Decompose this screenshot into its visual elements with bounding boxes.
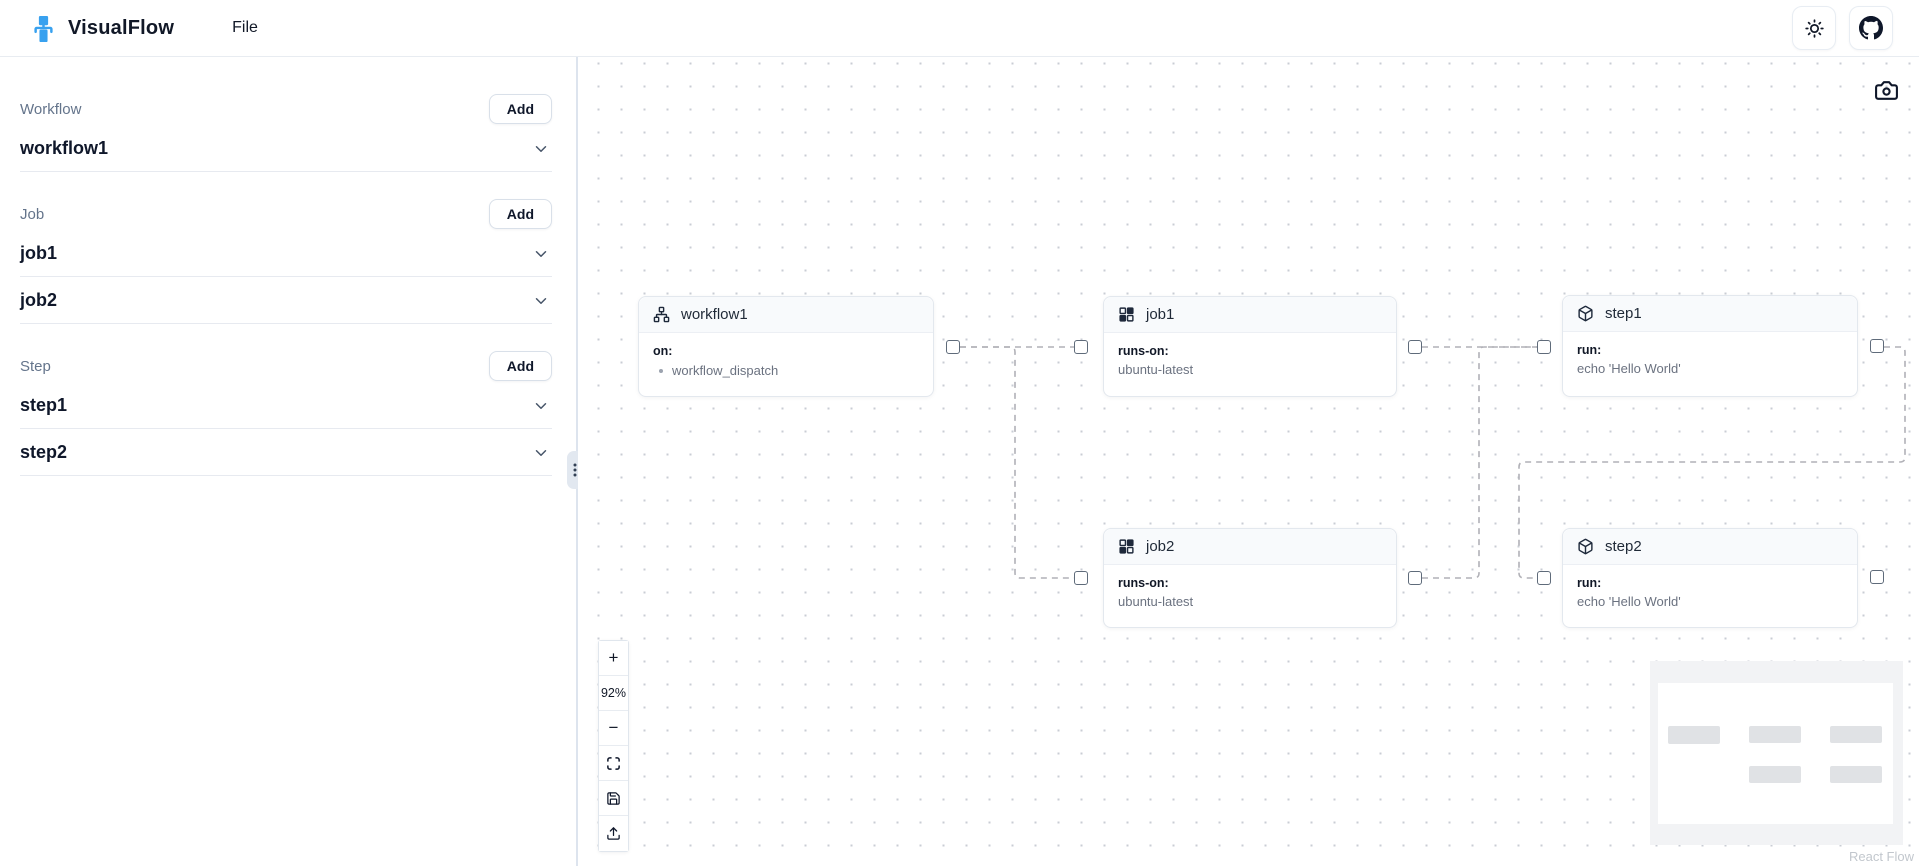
node-job2[interactable]: job2 runs-on: ubuntu-latest — [1103, 528, 1397, 628]
save-button[interactable] — [599, 781, 628, 816]
flow-controls: + 92% − — [598, 640, 629, 852]
handle-job2-source[interactable] — [1408, 571, 1422, 585]
chevron-down-icon — [532, 292, 550, 310]
navbar: VisualFlow File — [0, 0, 1919, 57]
package-icon — [1577, 305, 1594, 322]
sun-icon — [1804, 18, 1825, 39]
zoom-out-button[interactable]: − — [599, 711, 628, 746]
handle-workflow1-source[interactable] — [946, 340, 960, 354]
node-step2[interactable]: step2 run: echo 'Hello World' — [1562, 528, 1858, 628]
react-flow-attribution: React Flow — [1848, 849, 1914, 864]
add-job-button[interactable]: Add — [488, 199, 552, 229]
job1-label: job1 — [20, 243, 58, 263]
zoom-in-button[interactable]: + — [599, 641, 628, 676]
node-field-value: ubuntu-latest — [1118, 594, 1194, 609]
handle-job1-source[interactable] — [1408, 340, 1422, 354]
minimap-node-step2 — [1830, 766, 1882, 783]
section-job: Job Add job1 job2 — [20, 198, 552, 324]
minimap-node-step1 — [1830, 726, 1882, 743]
plus-icon: + — [608, 648, 619, 667]
zoom-level: 92% — [599, 676, 628, 711]
section-label-job: Job — [20, 205, 45, 223]
job-grid-icon — [1118, 306, 1135, 323]
handle-step1-target[interactable] — [1537, 340, 1551, 354]
node-title: step2 — [1605, 538, 1642, 555]
node-workflow1[interactable]: workflow1 on: workflow_dispatch — [638, 296, 934, 397]
screenshot-button[interactable] — [1872, 76, 1900, 104]
node-field-label: runs-on: — [1118, 344, 1169, 358]
handle-step2-source[interactable] — [1870, 570, 1884, 584]
node-job1[interactable]: job1 runs-on: ubuntu-latest — [1103, 296, 1397, 397]
node-field-label: run: — [1577, 343, 1602, 357]
minimap-node-job2 — [1749, 766, 1801, 783]
edge-workflow1-job2 — [960, 346, 1074, 579]
job-grid-icon — [1118, 538, 1135, 555]
minimap-node-workflow1 — [1668, 726, 1720, 744]
chevron-down-icon — [532, 140, 550, 158]
sidebar-item-job1[interactable]: job1 — [20, 230, 552, 277]
workflow-icon — [653, 306, 670, 323]
chevron-down-icon — [532, 397, 550, 415]
add-step-button[interactable]: Add — [488, 351, 552, 381]
sidebar-item-workflow1[interactable]: workflow1 — [20, 125, 552, 172]
node-field-label: run: — [1577, 576, 1602, 590]
step1-label: step1 — [20, 395, 68, 415]
node-title: step1 — [1605, 305, 1642, 322]
upload-button[interactable] — [599, 816, 628, 851]
fit-view-button[interactable] — [599, 746, 628, 781]
node-title: job2 — [1146, 538, 1175, 555]
node-field-label: on: — [653, 344, 673, 358]
sidebar-item-step2[interactable]: step2 — [20, 429, 552, 476]
upload-icon — [606, 826, 621, 841]
node-title: job1 — [1146, 306, 1175, 323]
github-button[interactable] — [1849, 6, 1893, 50]
add-workflow-button[interactable]: Add — [488, 94, 552, 124]
sidebar: Workflow Add workflow1 Job Add job1 — [0, 57, 576, 866]
bullet-icon — [659, 368, 663, 373]
node-step1[interactable]: step1 run: echo 'Hello World' — [1562, 295, 1858, 397]
section-step: Step Add step1 step2 — [20, 350, 552, 476]
menu-file[interactable]: File — [232, 19, 258, 36]
chevron-down-icon — [532, 245, 550, 263]
github-icon — [1859, 16, 1883, 40]
section-label-step: Step — [20, 357, 51, 375]
brand: VisualFlow — [30, 15, 174, 42]
camera-icon — [1874, 78, 1899, 103]
save-icon — [606, 791, 621, 806]
minimap-viewport — [1658, 683, 1893, 824]
handle-step1-source[interactable] — [1870, 339, 1884, 353]
app-title: VisualFlow — [68, 16, 175, 39]
node-field-value: workflow_dispatch — [672, 363, 779, 378]
handle-job1-target[interactable] — [1074, 340, 1088, 354]
node-title: workflow1 — [681, 306, 748, 323]
navbar-actions — [1792, 6, 1893, 50]
edge-job2-step1 — [1422, 346, 1537, 579]
node-field-value: echo 'Hello World' — [1577, 361, 1681, 376]
section-label-workflow: Workflow — [20, 100, 82, 118]
package-icon — [1577, 538, 1594, 555]
node-field-value: echo 'Hello World' — [1577, 594, 1681, 609]
node-field-value: ubuntu-latest — [1118, 362, 1194, 377]
minimap-node-job1 — [1749, 726, 1801, 743]
step2-label: step2 — [20, 442, 68, 462]
section-workflow: Workflow Add workflow1 — [20, 93, 552, 172]
sidebar-item-step1[interactable]: step1 — [20, 382, 552, 429]
handle-step2-target[interactable] — [1537, 571, 1551, 585]
chevron-down-icon — [532, 444, 550, 462]
fit-view-icon — [606, 756, 621, 771]
sidebar-item-job2[interactable]: job2 — [20, 277, 552, 324]
node-field-label: runs-on: — [1118, 576, 1169, 590]
minimap[interactable] — [1650, 661, 1903, 845]
handle-job2-target[interactable] — [1074, 571, 1088, 585]
job2-label: job2 — [20, 290, 58, 310]
theme-toggle-button[interactable] — [1792, 6, 1836, 50]
minus-icon: − — [608, 718, 619, 737]
visualflow-logo-icon — [30, 15, 57, 42]
workflow1-label: workflow1 — [20, 138, 109, 158]
flow-canvas[interactable]: workflow1 on: workflow_dispatch job1 — [578, 57, 1919, 866]
